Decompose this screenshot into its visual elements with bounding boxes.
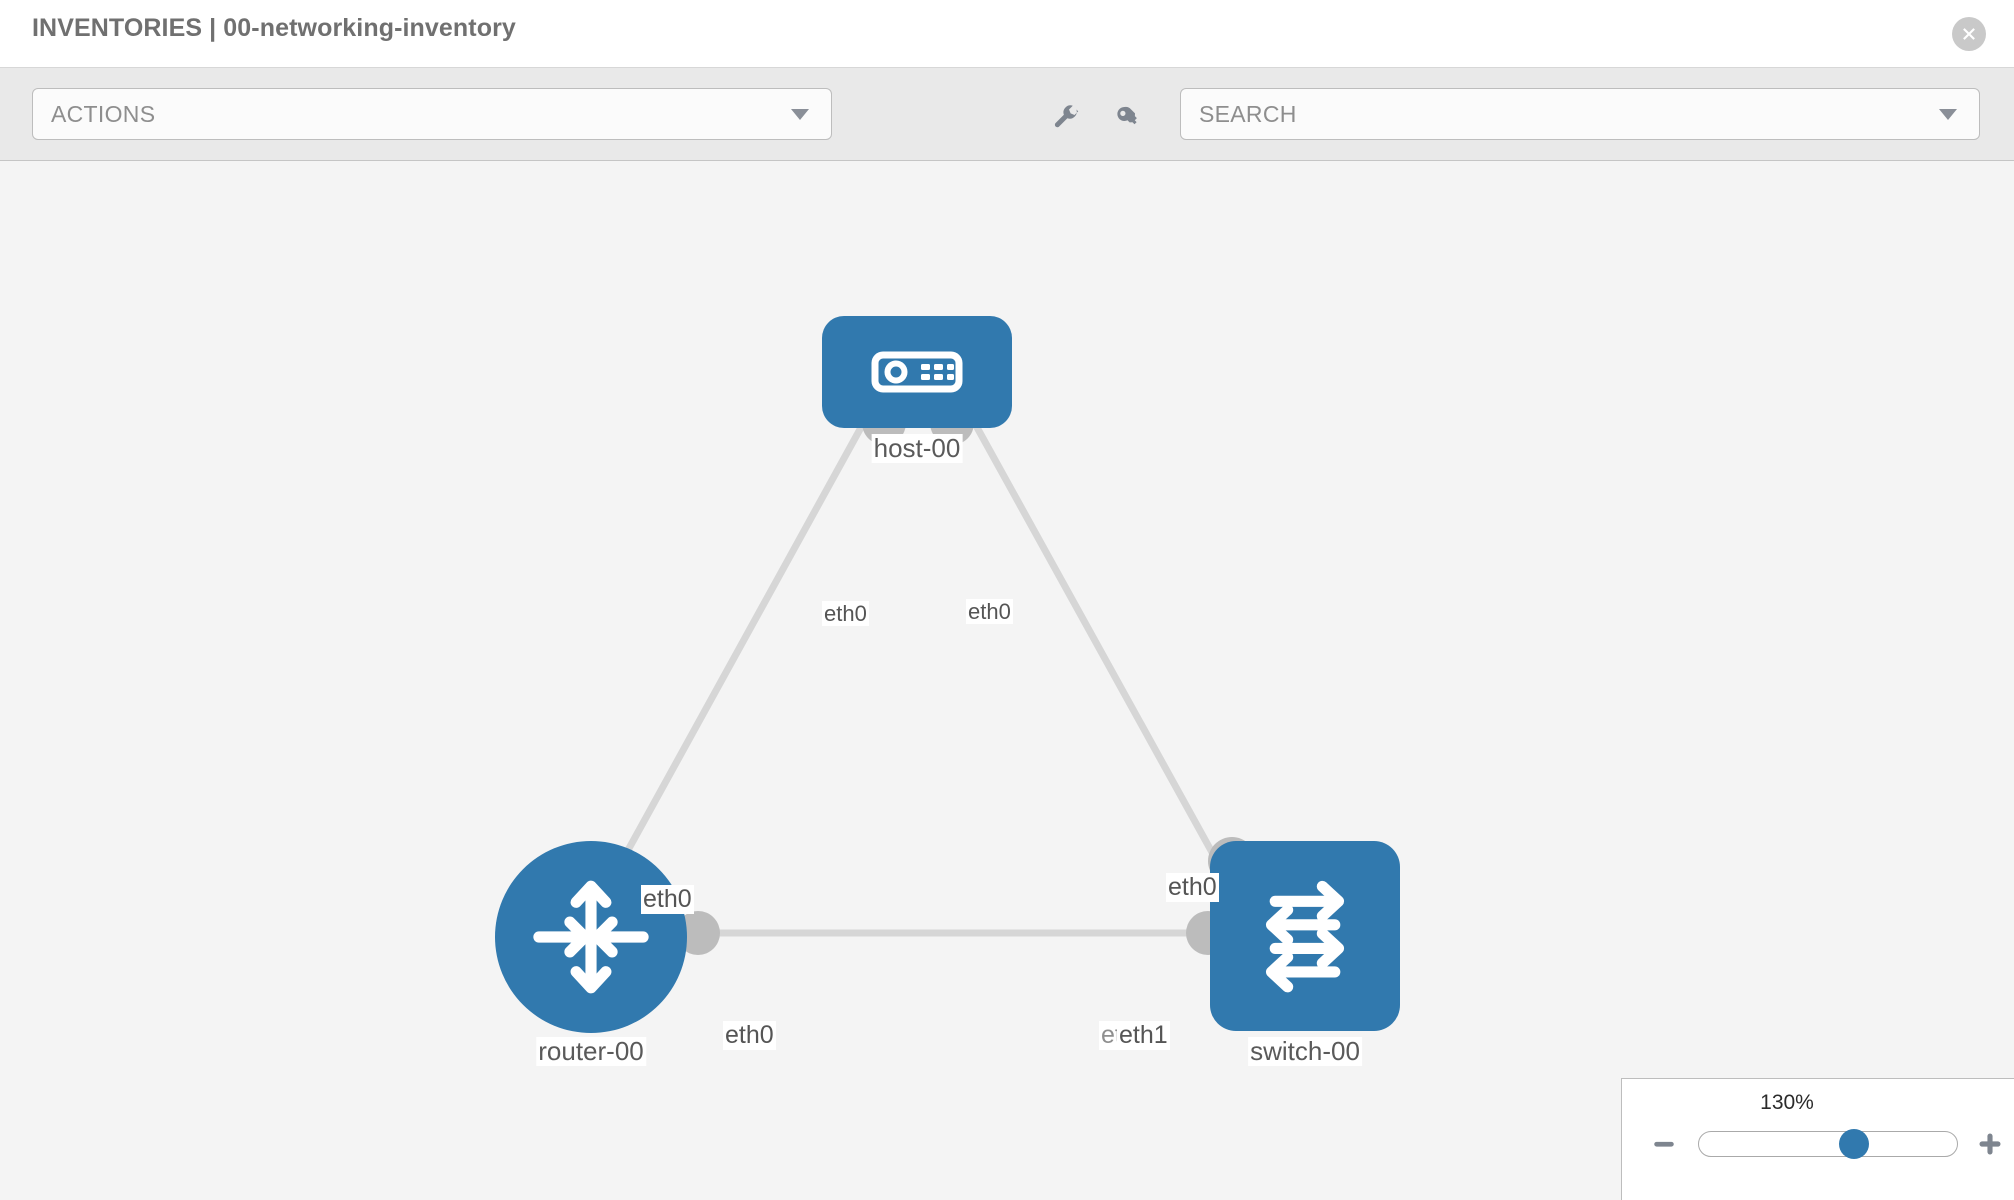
zoom-slider-row — [1622, 1127, 2014, 1161]
router-arrows-icon — [533, 880, 649, 994]
actions-dropdown[interactable]: ACTIONS — [32, 88, 832, 140]
toolbar: ACTIONS SEARCH — [0, 68, 2014, 161]
wrench-icon[interactable] — [1046, 101, 1086, 135]
server-icon — [871, 351, 963, 393]
zoom-in-button[interactable] — [1970, 1127, 2010, 1161]
node-switch-00[interactable]: switch-00 — [1210, 841, 1400, 1066]
close-icon[interactable] — [1952, 17, 1986, 51]
node-host-00[interactable]: host-00 — [822, 316, 1012, 463]
page-title: INVENTORIES | 00-networking-inventory — [32, 14, 516, 42]
edge-label-switch-left: eth1 — [1117, 1021, 1170, 1050]
link-host-switch — [954, 391, 1254, 923]
node-label-host-00: host-00 — [871, 433, 963, 463]
zoom-slider[interactable] — [1698, 1129, 1958, 1159]
edge-label-host-right: eth0 — [966, 599, 1013, 625]
actions-dropdown-label: ACTIONS — [51, 100, 156, 127]
zoom-out-button[interactable] — [1644, 1127, 1684, 1161]
search-placeholder: SEARCH — [1199, 100, 1297, 127]
edge-label-host-left: eth0 — [822, 601, 869, 627]
connector-router-right — [676, 911, 720, 955]
chevron-down-icon — [1939, 108, 1957, 120]
router-node-shape — [495, 841, 687, 1033]
search-input[interactable]: SEARCH — [1180, 88, 1980, 140]
node-label-router-00: router-00 — [536, 1036, 646, 1066]
zoom-control-panel: 130% — [1621, 1078, 2014, 1200]
switch-arrows-icon — [1265, 880, 1345, 993]
chevron-down-icon — [791, 108, 809, 120]
edge-label-router-right: eth0 — [723, 1021, 776, 1050]
topology-canvas[interactable]: host-00 router-00 — [0, 161, 2014, 1200]
link-host-router — [596, 391, 884, 903]
interface-connectors — [676, 401, 1256, 955]
edge-label-router-up: eth0 — [641, 885, 694, 914]
switch-node-shape — [1210, 841, 1400, 1031]
zoom-level-value: 130% — [1760, 1091, 1814, 1114]
key-icon[interactable] — [1108, 101, 1148, 135]
edge-label-switch-up: eth0 — [1166, 873, 1219, 902]
zoom-slider-thumb[interactable] — [1838, 1129, 1869, 1159]
host-node-shape — [822, 316, 1012, 428]
node-router-00[interactable]: router-00 — [495, 841, 687, 1066]
node-label-switch-00: switch-00 — [1248, 1036, 1362, 1066]
page-header: INVENTORIES | 00-networking-inventory — [0, 0, 2014, 68]
